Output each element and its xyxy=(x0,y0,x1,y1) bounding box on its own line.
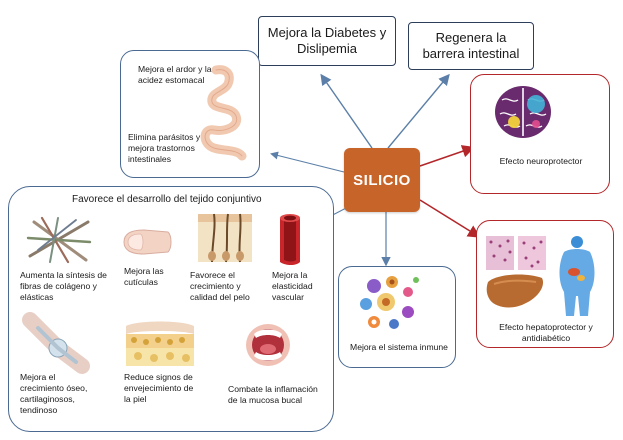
fingernail-icon xyxy=(123,229,172,255)
barrera-label: Regenera la barrera intestinal xyxy=(422,30,520,61)
skin-label: Reduce signos de envejecimiento de la pi… xyxy=(124,372,194,404)
liver-tissue-icon xyxy=(486,236,546,270)
body-icon xyxy=(559,236,595,316)
cells-icon xyxy=(360,276,419,329)
stomach-text-1: Mejora el ardor y la acidez estomacal xyxy=(138,64,212,85)
liver-icon xyxy=(486,274,544,308)
collagen-icon xyxy=(26,216,92,264)
mouth-label: Combate la inflamación de la mucosa buca… xyxy=(228,384,318,405)
arrow-to-diabetes xyxy=(320,73,373,149)
arrow-to-hepato xyxy=(419,199,481,238)
silicio-center: SILICIO xyxy=(344,148,420,212)
connective-title: Favorece el desarrollo del tejido conjun… xyxy=(72,194,262,205)
hair-follicle-icon xyxy=(198,213,252,263)
intestine-icon xyxy=(200,65,247,161)
cuticle-label: Mejora las cutículas xyxy=(124,266,164,287)
connective-box xyxy=(8,186,334,432)
vessel-label: Mejora la elasticidad vascular xyxy=(272,270,313,302)
blood-vessel-icon xyxy=(280,214,300,265)
brain-icon xyxy=(495,86,551,138)
mouth-icon xyxy=(246,324,290,366)
hair-label: Favorece el crecimiento y calidad del pe… xyxy=(190,270,250,302)
arrow-to-barrera xyxy=(387,73,450,149)
arrow-to-stomach xyxy=(270,151,345,173)
collagen-label: Aumenta la síntesis de fibras de colágen… xyxy=(20,270,107,302)
neuro-label: Efecto neuroprotector xyxy=(499,156,583,166)
immune-label: Mejora el sistema inmune xyxy=(350,342,448,352)
bone-label: Mejora el crecimiento óseo, cartilaginos… xyxy=(20,372,88,415)
hepato-label: Efecto hepatoprotector y antidiabético xyxy=(499,322,593,343)
barrera-box: Regenera la barrera intestinal xyxy=(408,22,534,70)
stomach-text-2: Elimina parásitos y mejora trastornos in… xyxy=(128,132,201,164)
diabetes-box: Mejora la Diabetes y Dislipemia xyxy=(258,16,396,66)
arrow-to-neuro xyxy=(419,145,476,167)
diabetes-label: Mejora la Diabetes y Dislipemia xyxy=(267,25,387,56)
skin-layers-icon xyxy=(126,321,194,366)
joint-icon xyxy=(22,312,90,374)
